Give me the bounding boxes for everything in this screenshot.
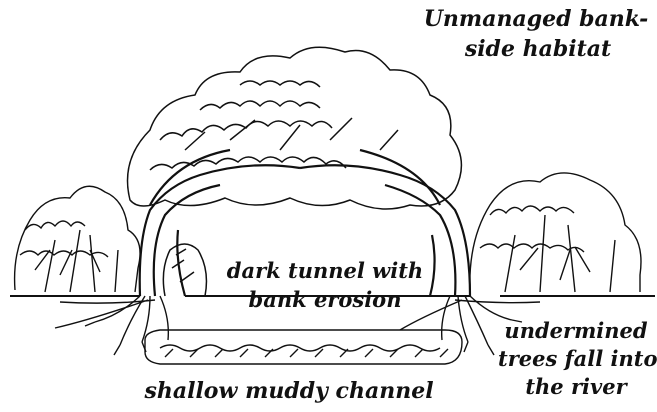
undermined-label-line-1: undermined: [498, 318, 654, 344]
tunnel-label-line-2: bank erosion: [205, 287, 445, 313]
title-line-1: Unmanaged bank-: [420, 6, 652, 34]
undermined-label-line-2: trees fall into: [498, 346, 654, 372]
left-bushes-icon: [15, 186, 140, 292]
title-line-2: side habitat: [432, 36, 644, 64]
roots-left-icon: [55, 296, 168, 355]
muddy-channel-icon: [145, 330, 462, 364]
tunnel-label-line-1: dark tunnel with: [205, 258, 445, 284]
undermined-label-line-3: the river: [498, 374, 654, 400]
channel-label: shallow muddy channel: [120, 378, 458, 406]
right-bushes-icon: [470, 173, 641, 292]
left-bank-erosion: [163, 244, 206, 296]
